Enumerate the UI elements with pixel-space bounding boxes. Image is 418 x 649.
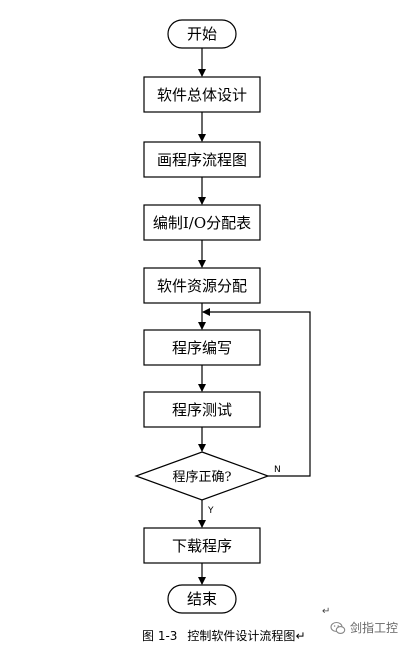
io-table-label: 编制I/O分配表 [153,214,251,232]
download-label: 下载程序 [172,537,232,555]
end-label: 结束 [187,590,217,608]
testing-node [143,391,261,428]
overall-design-label: 软件总体设计 [157,86,247,104]
resource-alloc-node [143,267,261,304]
io-table-node [143,204,261,241]
watermark: 剑指工控 [330,619,398,636]
testing-label: 程序测试 [172,401,232,419]
decision-label: 程序正确? [173,470,232,485]
draw-flowchart-label: 画程序流程图 [157,151,247,169]
figure-title: 控制软件设计流程图 [187,629,296,643]
return-mark-icon: ↵ [295,629,306,643]
watermark-text: 剑指工控 [350,621,399,635]
return-mark-icon: ↵ [322,606,331,617]
overall-design-node [143,76,261,113]
end-node [167,584,237,614]
no-label: N [274,465,281,475]
yes-label: Y [207,506,214,516]
resource-alloc-label: 软件资源分配 [157,277,247,295]
programming-label: 程序编写 [172,339,232,357]
figure-number: 图 1-3 [142,629,178,643]
wechat-logo-icon [330,621,346,634]
edge-decision-no-loop [202,308,311,477]
programming-node [143,329,261,366]
start-label: 开始 [187,25,217,43]
figure-caption: 图 1-3 控制软件设计流程图↵ [142,627,306,644]
